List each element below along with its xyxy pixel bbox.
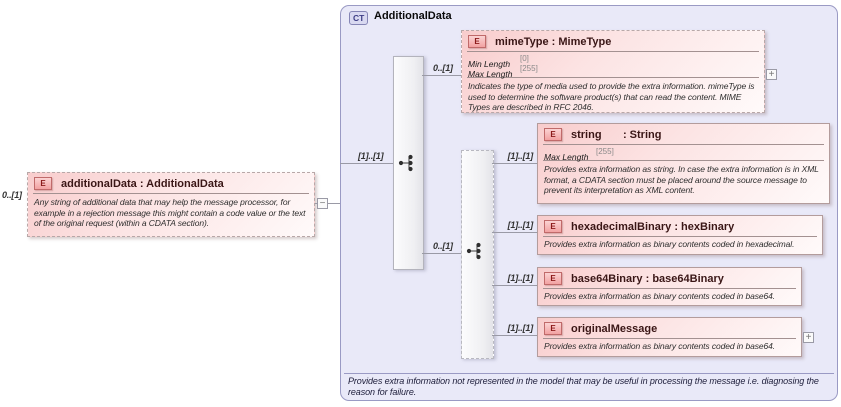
connector-line: [422, 75, 461, 76]
divider: [33, 193, 309, 194]
element-annotation: Provides extra information as binary con…: [544, 341, 775, 351]
element-icon: E: [544, 322, 562, 335]
facet-label: Min Length: [468, 59, 511, 69]
element-header: E mimeType : MimeType: [462, 31, 764, 50]
element-icon: E: [544, 272, 562, 285]
connector-line: [492, 232, 537, 233]
divider: [543, 236, 817, 237]
choice-cardinality-label: 0..[1]: [433, 241, 453, 251]
element-icon: E: [544, 128, 562, 141]
facet-label: Max Length: [468, 69, 513, 79]
element-annotation: Provides extra information as binary con…: [544, 291, 775, 301]
element-title: string : String: [571, 128, 662, 141]
element-header: E string : String: [538, 124, 829, 143]
element-box-hexadecimalBinary[interactable]: E hexadecimalBinary : hexBinary Provides…: [537, 215, 823, 255]
element-title: base64Binary : base64Binary: [571, 272, 724, 285]
element-box-additionalData[interactable]: E additionalData : AdditionalData Any st…: [27, 172, 315, 237]
complex-type-title: AdditionalData: [374, 10, 452, 22]
connector-line: [422, 253, 461, 254]
divider: [467, 51, 759, 52]
complex-type-annotation: Provides extra information not represent…: [348, 376, 819, 397]
divider: [543, 338, 796, 339]
base64Binary-cardinality-label: [1]..[1]: [507, 273, 534, 283]
divider: [543, 160, 824, 161]
element-title: originalMessage: [571, 322, 658, 335]
divider: [344, 373, 834, 374]
element-annotation: Provides extra information as string. In…: [544, 164, 819, 195]
mimeType-cardinality-label: 0..[1]: [433, 63, 453, 73]
element-box-mimeType[interactable]: E mimeType : MimeType Min Length [0] Max…: [461, 30, 765, 113]
divider: [543, 288, 796, 289]
connector-line: [492, 163, 537, 164]
sequence-icon: [398, 154, 413, 172]
facet-value: [255]: [520, 64, 538, 73]
expand-icon[interactable]: +: [803, 332, 814, 343]
element-annotation: Provides extra information as binary con…: [544, 239, 795, 249]
facet-value: [255]: [596, 147, 614, 156]
element-header: E base64Binary : base64Binary: [538, 268, 801, 287]
complex-type-icon: CT: [349, 11, 369, 25]
element-title: mimeType : MimeType: [495, 35, 612, 48]
element-header: E additionalData : AdditionalData: [28, 173, 314, 192]
divider: [543, 144, 824, 145]
element-title: additionalData : AdditionalData: [61, 177, 224, 190]
connector-line: [340, 163, 393, 164]
element-box-base64Binary[interactable]: E base64Binary : base64Binary Provides e…: [537, 267, 802, 306]
element-box-originalMessage[interactable]: E originalMessage Provides extra informa…: [537, 317, 802, 357]
facet-label: Max Length: [544, 152, 589, 162]
element-box-string[interactable]: E string : String Max Length [255] Provi…: [537, 123, 830, 204]
connector-line: [492, 335, 537, 336]
facet-value: [0]: [520, 54, 529, 63]
divider: [467, 77, 759, 78]
facets: Min Length [0] Max Length [255]: [462, 52, 764, 79]
string-cardinality-label: [1]..[1]: [507, 151, 534, 161]
element-icon: E: [544, 220, 562, 233]
collapse-icon[interactable]: −: [317, 198, 328, 209]
originalMessage-cardinality-label: [1]..[1]: [507, 323, 534, 333]
element-header: E originalMessage: [538, 318, 801, 337]
element-icon: E: [468, 35, 486, 48]
connector-line: [492, 285, 537, 286]
choice-icon: [466, 242, 481, 260]
hexadecimalBinary-cardinality-label: [1]..[1]: [507, 220, 534, 230]
element-title: hexadecimalBinary : hexBinary: [571, 220, 735, 233]
expand-icon[interactable]: +: [766, 69, 777, 80]
root-cardinality-label: 0..[1]: [2, 190, 22, 200]
facets: Max Length [255]: [538, 145, 829, 162]
element-annotation: Any string of additional data that may h…: [34, 197, 306, 228]
element-header: E hexadecimalBinary : hexBinary: [538, 216, 822, 235]
sequence-cardinality-label: [1]..[1]: [358, 151, 384, 161]
element-icon: E: [34, 177, 52, 190]
element-annotation: Indicates the type of media used to prov…: [468, 81, 755, 112]
